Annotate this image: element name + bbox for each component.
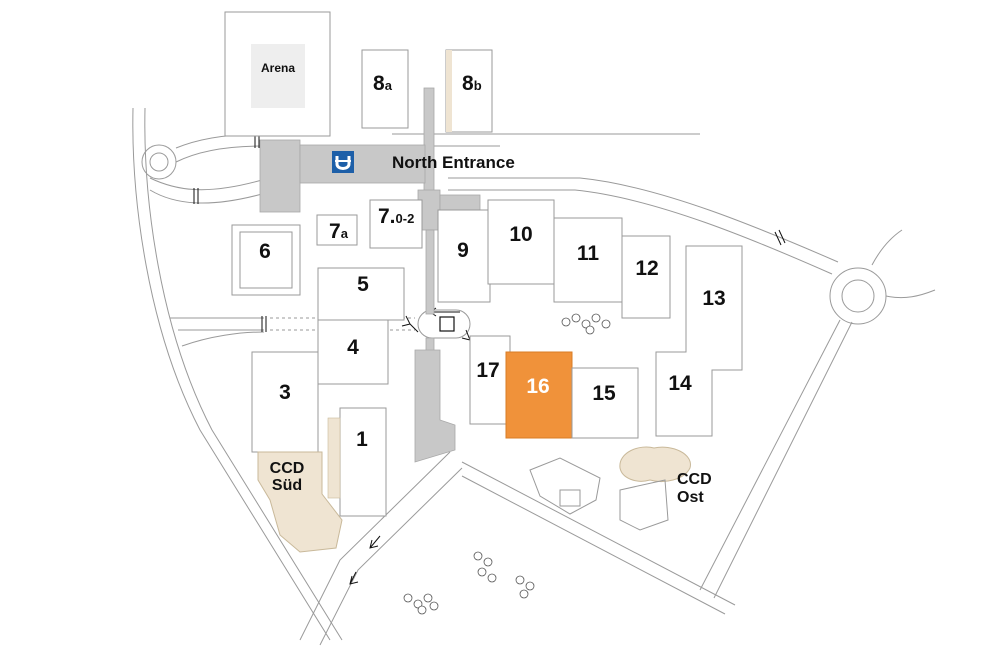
hall-label-1: 1 [356, 428, 368, 451]
hall-label-5: 5 [357, 273, 369, 296]
hall-label-7: 7.0-2 [378, 205, 414, 228]
hall-label-17: 17 [476, 359, 499, 382]
hall-label-14: 14 [668, 372, 692, 395]
congress-centres [257, 446, 691, 553]
ccd-sued-label-line1: CCD [270, 460, 305, 477]
hall-label-13: 13 [702, 287, 725, 310]
road-network [132, 107, 936, 646]
north-entrance-label: North Entrance [392, 153, 515, 172]
hall-label-10: 10 [509, 223, 532, 246]
trees [403, 313, 611, 615]
hall-label-9: 9 [457, 239, 469, 262]
hall-label-arena: Arena [261, 61, 295, 75]
ccd-ost-label-line2: Ost [677, 489, 704, 506]
hall-label-16: 16 [526, 375, 549, 398]
labels: Arena 8a 8b North Entrance 7a 7.0-2 6 5 … [259, 61, 726, 506]
hall-label-4: 4 [347, 336, 359, 359]
hall-label-15: 15 [592, 382, 616, 405]
hall-label-11: 11 [577, 242, 600, 265]
hall-label-8a: 8a [373, 72, 393, 95]
ccd-ost-label-line1: CCD [677, 471, 712, 488]
u-bahn-icon [332, 151, 354, 173]
hall-label-3: 3 [279, 381, 291, 404]
walkways [259, 87, 481, 463]
ccd-sued-label-line2: Süd [272, 477, 302, 494]
hall-label-7a: 7a [329, 220, 349, 243]
exhibition-halls [224, 11, 743, 517]
hall-label-6: 6 [259, 240, 271, 263]
hall-label-12: 12 [635, 257, 658, 280]
hall-label-8b: 8b [462, 72, 482, 95]
